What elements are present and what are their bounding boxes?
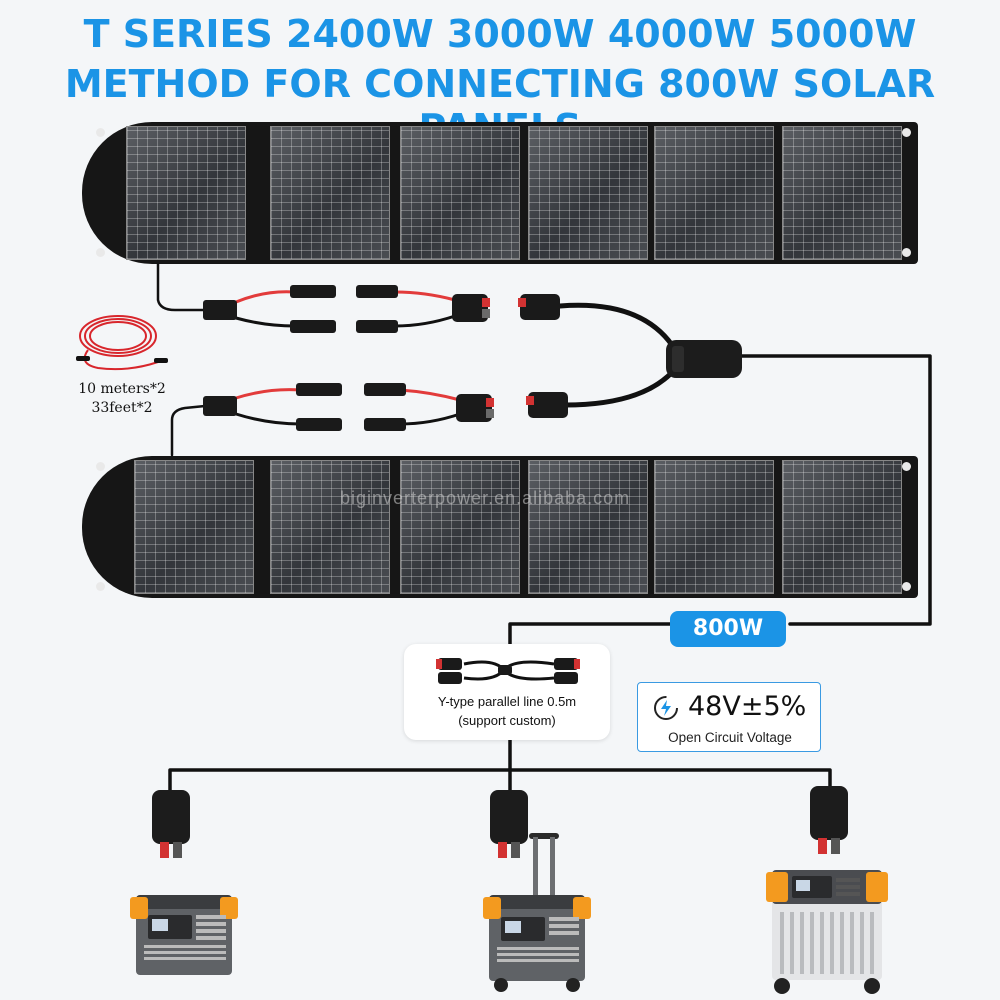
solar-cell xyxy=(270,460,390,594)
voltage-label: Open Circuit Voltage xyxy=(668,730,792,745)
power-station-middle xyxy=(483,833,591,992)
power-badge: 800W xyxy=(670,611,786,647)
solar-cell xyxy=(134,460,254,594)
mounting-hole xyxy=(902,248,911,257)
mounting-hole xyxy=(96,462,105,471)
solar-cell xyxy=(782,460,902,594)
mounting-hole xyxy=(902,128,911,137)
solar-cell xyxy=(400,460,520,594)
solar-cell xyxy=(528,126,648,260)
y-cable-card: Y-type parallel line 0.5m (support custo… xyxy=(404,644,610,740)
cable-length-feet: 33feet*2 xyxy=(91,400,153,416)
open-circuit-voltage-card: 48V±5% Open Circuit Voltage xyxy=(637,682,821,752)
solar-panel-bottom xyxy=(82,456,918,598)
y-cable-title: Y-type parallel line 0.5m xyxy=(437,694,577,709)
title-line-1: T SERIES 2400W 3000W 4000W 5000W xyxy=(83,12,917,56)
solar-cell xyxy=(528,460,648,594)
power-station-left xyxy=(130,895,238,975)
solar-cell xyxy=(400,126,520,260)
lightning-gauge-icon xyxy=(654,696,678,720)
mounting-hole xyxy=(902,462,911,471)
voltage-value: 48V±5% xyxy=(688,691,807,722)
y-cable-icon xyxy=(436,658,580,684)
solar-cell xyxy=(782,126,902,260)
mounting-hole xyxy=(96,248,105,257)
solar-cell xyxy=(654,126,774,260)
power-station-right xyxy=(766,870,888,994)
mc4-connector xyxy=(203,285,398,333)
watermark: biginverterpower.en.alibaba.com xyxy=(340,488,631,508)
mounting-hole xyxy=(902,582,911,591)
solar-cell xyxy=(126,126,246,260)
cable-length-label: 10 meters*2 33feet*2 xyxy=(62,380,182,418)
solar-cell xyxy=(654,460,774,594)
solar-cell xyxy=(270,126,390,260)
cable-coil-icon xyxy=(76,315,168,371)
mounting-hole xyxy=(96,582,105,591)
y-cable-note: (support custom) xyxy=(458,713,556,728)
mounting-hole xyxy=(96,128,105,137)
title-line-2: METHOD FOR CONNECTING 800W SOLAR PANELS xyxy=(64,62,936,150)
solar-panel-top xyxy=(82,122,918,264)
cable-length-meters: 10 meters*2 xyxy=(78,381,166,397)
